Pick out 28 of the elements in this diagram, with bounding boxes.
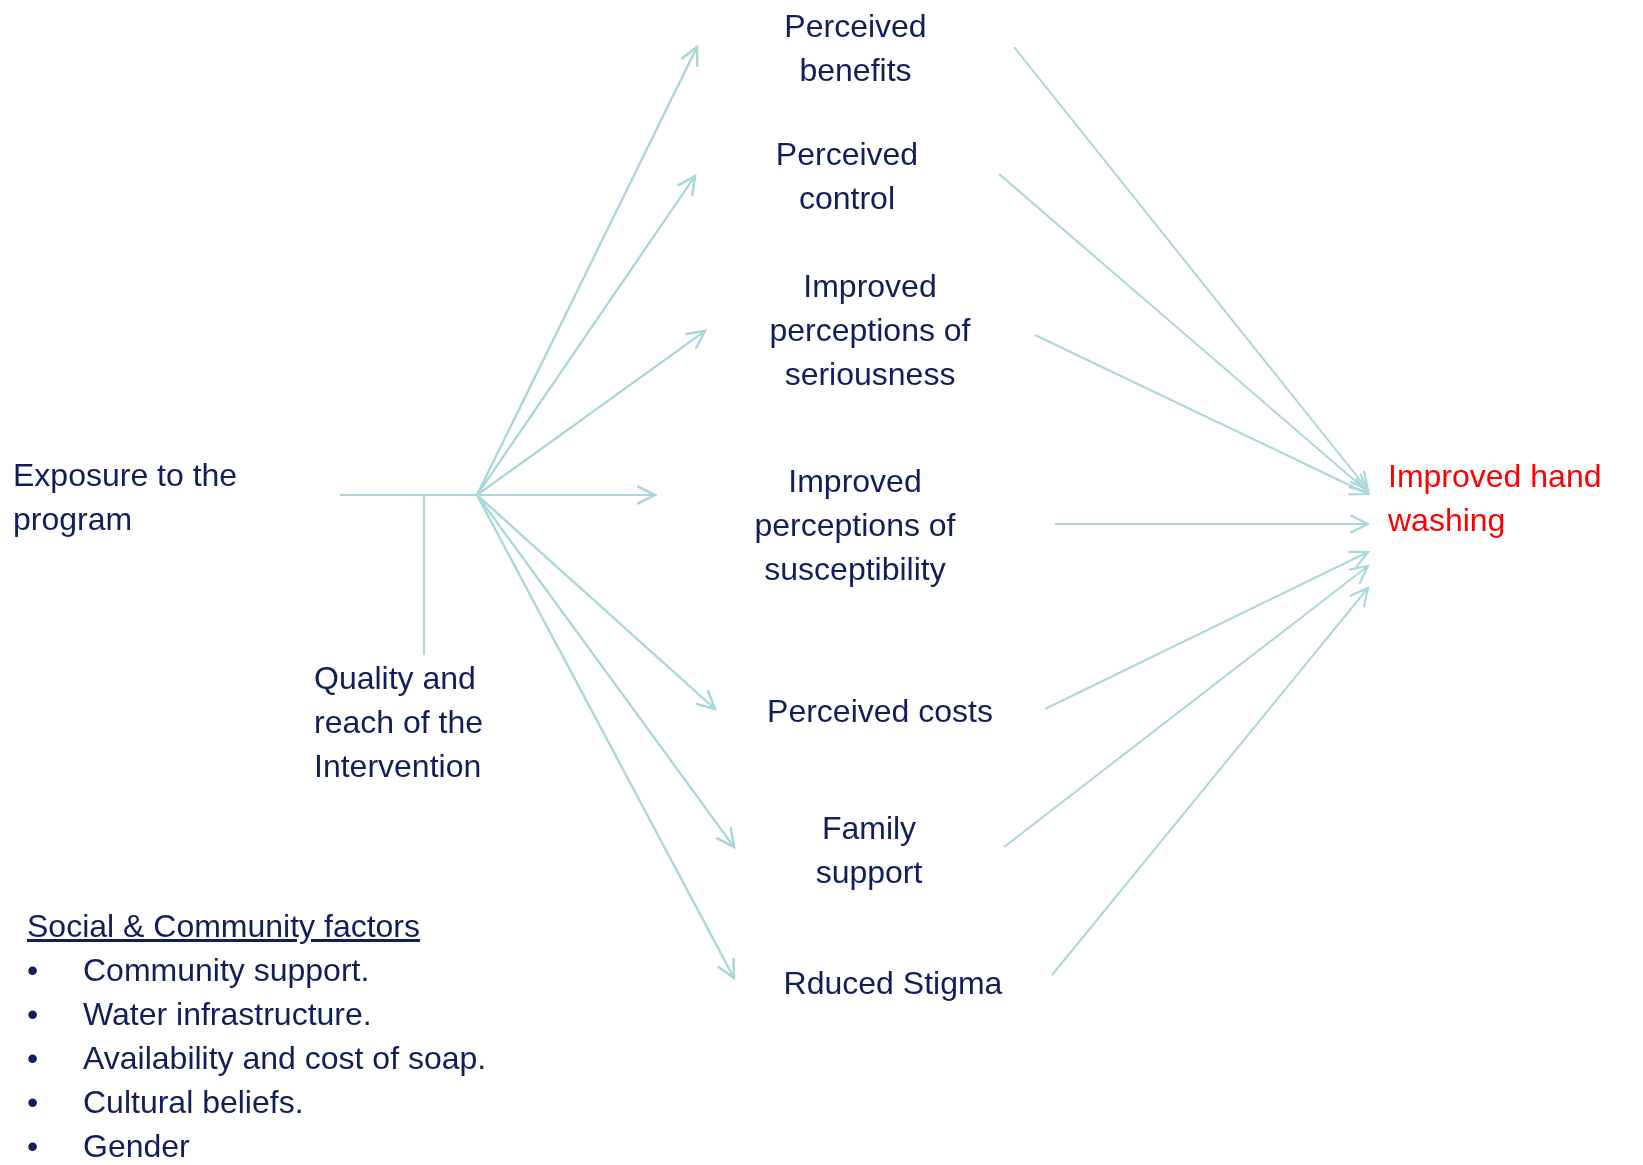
arrow	[998, 173, 1370, 494]
list-item: Availability and cost of soap.	[83, 1040, 487, 1076]
bullet: •	[27, 1128, 39, 1164]
bullet: •	[27, 1084, 39, 1120]
bullet: •	[27, 996, 39, 1032]
factor-text: Improved perceptions of seriousness	[768, 267, 972, 394]
bullet: •	[27, 1040, 39, 1076]
arrow	[1054, 514, 1370, 534]
factor-text: Perceived benefits	[783, 7, 928, 90]
list-item: Gender	[83, 1128, 190, 1164]
factor-text: Perceived control	[774, 135, 920, 218]
arrow	[1003, 564, 1370, 848]
factor-text: Family support	[814, 809, 924, 892]
arrow	[1013, 46, 1370, 492]
arrow	[1051, 586, 1370, 976]
source-text: Exposure to the program	[13, 456, 239, 539]
factor-text: Rduced Stigma	[782, 964, 1004, 1003]
source-text: Quality and reach of the Intervention	[314, 659, 484, 786]
list-item: Water infrastructure.	[83, 996, 372, 1032]
factor-text: Perceived costs	[766, 692, 994, 731]
factor-text: Improved perceptions of susceptibility	[753, 462, 957, 589]
arrow	[1034, 334, 1370, 496]
list-item: Cultural beliefs.	[83, 1084, 304, 1120]
arrow	[1044, 550, 1370, 710]
outcome-text: Improved hand washing	[1388, 457, 1603, 540]
list-heading: Social & Community factors	[27, 907, 420, 946]
bullet: •	[27, 952, 39, 988]
list-item: Community support.	[83, 952, 370, 988]
